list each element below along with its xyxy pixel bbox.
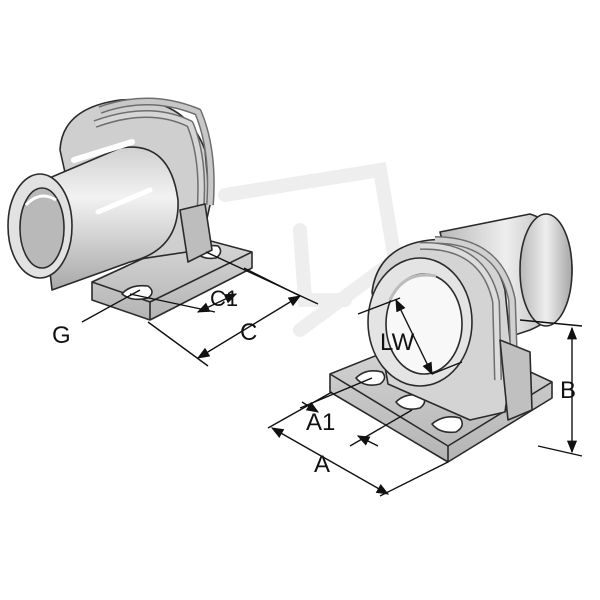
label-a: A <box>314 451 330 478</box>
label-a1: A1 <box>306 409 335 436</box>
label-lw: LW <box>380 329 415 356</box>
label-g: G <box>52 322 71 349</box>
watermark-shape <box>218 161 403 337</box>
right-mounting-slot-2 <box>395 394 426 410</box>
label-b: B <box>560 377 576 404</box>
label-c1: C1 <box>210 286 238 311</box>
left-tube <box>39 146 179 291</box>
right-mounting-slot-3 <box>431 416 464 434</box>
label-c: C <box>240 319 257 346</box>
left-conduit-holder <box>7 97 253 321</box>
right-conduit-holder <box>329 213 573 463</box>
dimension-lines <box>81 251 583 497</box>
